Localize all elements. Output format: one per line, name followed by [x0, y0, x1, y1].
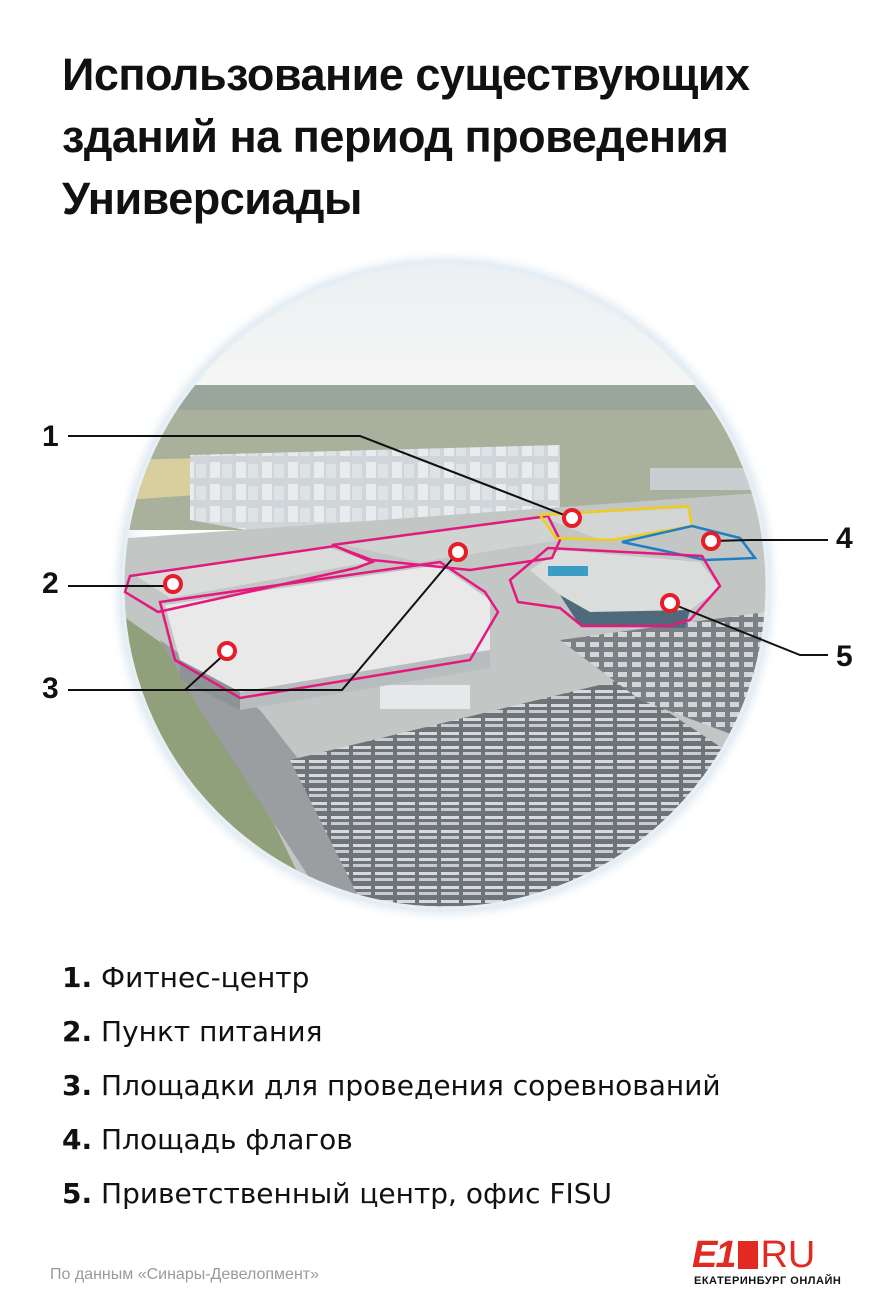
- marker-3a: [217, 641, 237, 661]
- legend-item-4: 4. Площадь флагов: [62, 1119, 882, 1173]
- source-note: По данным «Синары-Девелопмент»: [50, 1266, 320, 1283]
- callout-3: 3: [42, 672, 59, 705]
- zone-outline-4: [621, 524, 758, 562]
- legend-text-5: Приветственный центр, офис FISU: [101, 1177, 613, 1210]
- legend-text-3: Площадки для проведения соревнований: [101, 1069, 721, 1102]
- logo-wordmark: E1 RU: [692, 1236, 815, 1274]
- title-line-1: Использование существующих: [62, 49, 750, 100]
- zone-outline-1b: [331, 514, 562, 572]
- legend-num-5: 5.: [62, 1177, 93, 1210]
- legend-list: 1. Фитнес-центр 2. Пункт питания 3. Площ…: [62, 957, 882, 1227]
- title-line-2: зданий на период проведения: [62, 111, 729, 162]
- callout-4: 4: [836, 522, 853, 555]
- page-title: Использование существующих зданий на пер…: [62, 44, 862, 230]
- legend-num-3: 3.: [62, 1069, 93, 1102]
- legend-text-4: Площадь флагов: [101, 1123, 353, 1156]
- aerial-photo-map: [68, 248, 828, 924]
- marker-2: [163, 574, 183, 594]
- legend-num-4: 4.: [62, 1123, 93, 1156]
- leader-line-3b: [185, 551, 459, 691]
- e1-logo[interactable]: E1 RU ЕКАТЕРИНБУРГ ОНЛАЙН: [692, 1236, 852, 1288]
- zone-outline-1: [537, 504, 694, 542]
- marker-1: [562, 508, 582, 528]
- logo-ru-text: RU: [760, 1234, 816, 1276]
- leader-line-5: [669, 602, 828, 656]
- marker-5: [660, 593, 680, 613]
- logo-bar-icon: [738, 1241, 759, 1269]
- title-line-3: Универсиады: [62, 173, 362, 224]
- callout-2: 2: [42, 567, 59, 600]
- callout-5: 5: [836, 640, 853, 673]
- logo-subtitle: ЕКАТЕРИНБУРГ ОНЛАЙН: [694, 1275, 842, 1287]
- legend-text-2: Пункт питания: [101, 1015, 323, 1048]
- legend-num-2: 2.: [62, 1015, 93, 1048]
- logo-e1-text: E1: [692, 1234, 737, 1276]
- callout-1: 1: [42, 420, 59, 453]
- legend-item-3: 3. Площадки для проведения соревнований: [62, 1065, 882, 1119]
- legend-num-1: 1.: [62, 961, 93, 994]
- legend-text-1: Фитнес-центр: [101, 961, 310, 994]
- zone-outline-5: [508, 546, 722, 628]
- marker-3b: [448, 542, 468, 562]
- leader-line-1: [68, 435, 573, 519]
- legend-item-5: 5. Приветственный центр, офис FISU: [62, 1173, 882, 1227]
- leader-line-4: [710, 539, 828, 542]
- legend-item-2: 2. Пункт питания: [62, 1011, 882, 1065]
- marker-4: [701, 531, 721, 551]
- legend-item-1: 1. Фитнес-центр: [62, 957, 882, 1011]
